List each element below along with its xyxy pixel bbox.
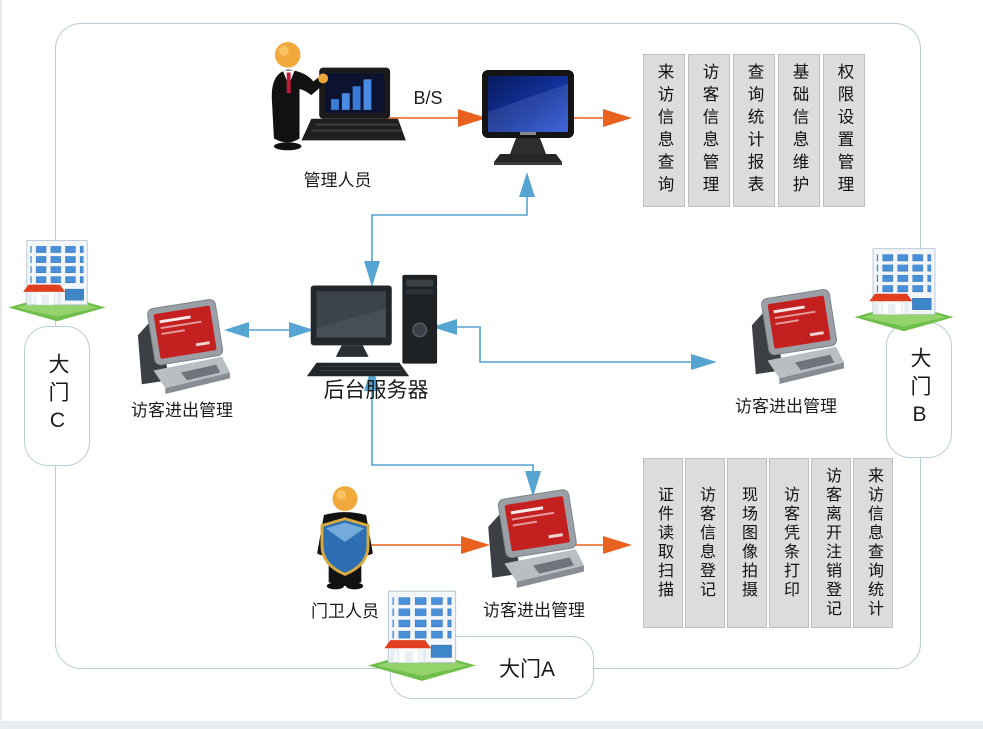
gate-b-badge: 大门B <box>886 322 952 458</box>
server-icon <box>303 272 467 383</box>
function-item: 来访信息查询统计 <box>853 458 893 628</box>
building-c-icon <box>6 236 108 324</box>
gate-b-label: 大门B <box>908 347 931 433</box>
page-edge-line <box>0 0 2 729</box>
function-item: 证件读取扫描 <box>643 458 683 628</box>
terminal-left-icon <box>126 296 234 394</box>
function-item: 访客凭条打印 <box>769 458 809 628</box>
server-label: 后台服务器 <box>323 379 429 402</box>
admin-monitor-icon <box>478 68 578 172</box>
function-item: 访客信息登记 <box>685 458 725 628</box>
guard-function-list: 证件读取扫描 访客信息登记 现场图像拍摄 访客凭条打印 访客离开注销登记 来访信… <box>643 458 893 628</box>
gate-c-label: 大门C <box>46 353 69 439</box>
function-item: 访客离开注销登记 <box>811 458 851 628</box>
terminal-left-label: 访客进出管理 <box>131 401 233 420</box>
admin-function-list: 来访信息查询 访客信息管理 查询统计报表 基础信息维护 权限设置管理 <box>643 54 865 207</box>
terminal-right-label: 访客进出管理 <box>735 397 837 416</box>
function-item: 来访信息查询 <box>643 54 685 207</box>
function-item: 访客信息管理 <box>688 54 730 207</box>
guard-label: 门卫人员 <box>311 602 379 621</box>
terminal-right-icon <box>740 286 848 384</box>
terminal-bottom-label: 访客进出管理 <box>483 601 585 620</box>
admin-person-icon <box>258 40 406 166</box>
terminal-bottom-icon <box>476 486 588 588</box>
function-item: 现场图像拍摄 <box>727 458 767 628</box>
function-item: 基础信息维护 <box>778 54 820 207</box>
building-b-icon <box>850 244 958 334</box>
function-item: 查询统计报表 <box>733 54 775 207</box>
guard-person-icon <box>297 484 393 592</box>
page-bottom-bar <box>0 721 983 729</box>
gate-c-badge: 大门C <box>24 326 90 466</box>
function-item: 权限设置管理 <box>823 54 865 207</box>
admin-label: 管理人员 <box>303 171 372 190</box>
bs-link-label: B/S <box>413 88 443 108</box>
gate-a-label: 大门A <box>498 657 555 681</box>
